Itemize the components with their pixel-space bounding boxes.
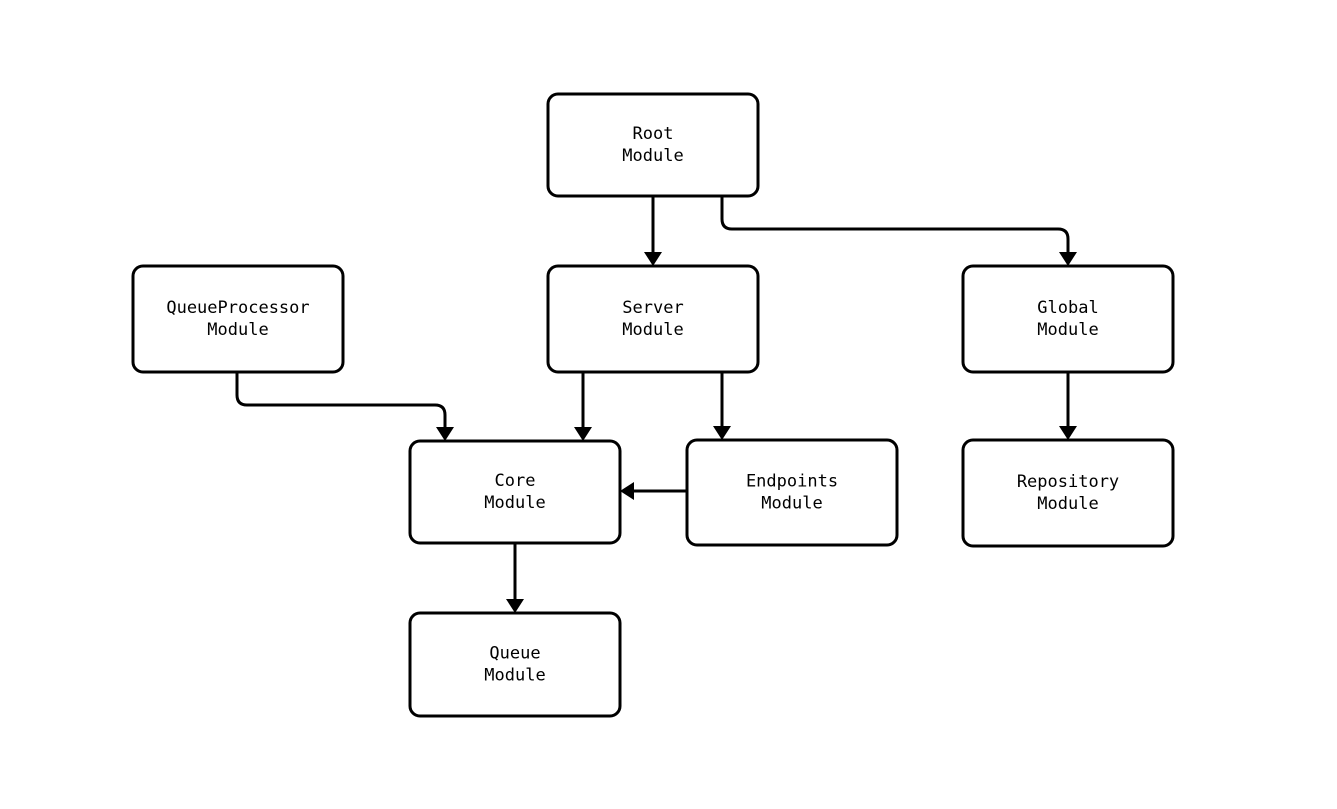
- node-label-line2: Module: [207, 320, 268, 340]
- node-label-line1: Endpoints: [746, 472, 838, 492]
- node-label-line1: Server: [622, 298, 683, 318]
- node-label-line1: Global: [1037, 298, 1098, 318]
- arrowhead-icon: [713, 426, 731, 440]
- node-label-line1: QueueProcessor: [166, 298, 309, 318]
- edges-layer: Root Module to Server Module Root Module …: [235, 196, 1077, 613]
- edge-line: [720, 196, 1070, 252]
- node-label-line1: Queue: [489, 644, 540, 664]
- node-box[interactable]: [131, 264, 345, 374]
- arrowhead-icon: [574, 427, 592, 441]
- node-label-line2: Module: [1037, 494, 1098, 514]
- node-box[interactable]: [546, 264, 760, 374]
- edge-root-global: Root Module to Global Module: [720, 196, 1077, 266]
- arrowhead-icon: [506, 599, 524, 613]
- arrowhead-icon: [1059, 252, 1077, 266]
- node-label-line2: Module: [484, 666, 545, 686]
- node-label-line1: Repository: [1017, 472, 1119, 492]
- arrowhead-icon: [620, 482, 634, 500]
- node-label-line2: Module: [761, 494, 822, 514]
- node-label-line2: Module: [622, 320, 683, 340]
- node-box[interactable]: [408, 439, 622, 545]
- arrowhead-icon: [436, 427, 454, 441]
- node-box[interactable]: [961, 264, 1175, 374]
- node-label-line2: Module: [484, 493, 545, 513]
- edge-global-repository: Global Module to Repository Module: [1059, 372, 1077, 440]
- node-box[interactable]: [546, 92, 760, 198]
- arrowhead-icon: [644, 252, 662, 266]
- edge-server-core: Server Module to Core Module: [574, 372, 592, 441]
- edge-endpoints-core: Endpoints Module to Core Module: [620, 482, 687, 500]
- edge-core-queue: Core Module to Queue Module: [506, 543, 524, 613]
- edge-queueprocessor-core: QueueProcessor Module to Core Module: [235, 372, 454, 441]
- node-box[interactable]: [408, 611, 622, 718]
- node-box[interactable]: [685, 438, 899, 547]
- edge-server-endpoints: Server Module to Endpoints Module: [713, 372, 731, 440]
- node-label-line1: Root: [633, 124, 674, 144]
- arrowhead-icon: [1059, 426, 1077, 440]
- edge-root-server: Root Module to Server Module: [644, 196, 662, 266]
- node-label-line1: Core: [495, 471, 536, 491]
- node-label-line2: Module: [1037, 320, 1098, 340]
- node-box[interactable]: [961, 438, 1175, 548]
- edge-line: [235, 372, 447, 427]
- node-label-line2: Module: [622, 146, 683, 166]
